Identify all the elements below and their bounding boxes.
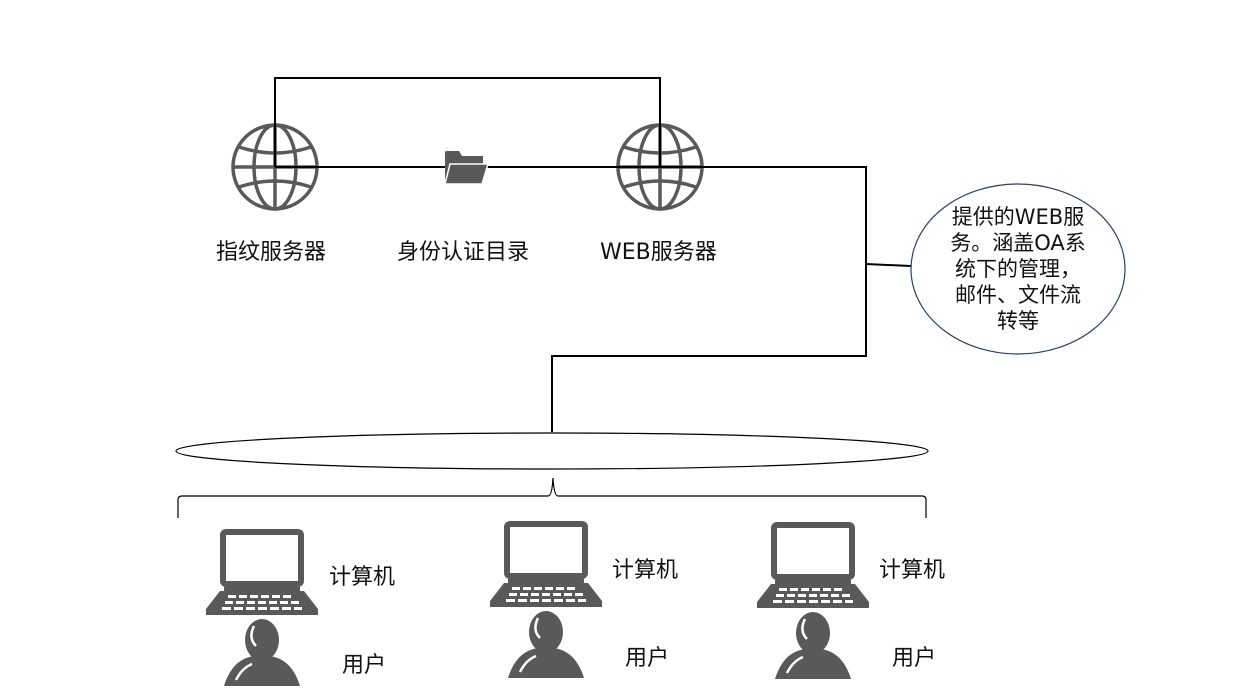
user-3-label: 用户 [892, 646, 937, 671]
callout-connector-line [865, 263, 912, 267]
user-2-person-icon [506, 609, 586, 680]
callout-bubble: 提供的WEB服务。涵盖OA系统下的管理，邮件、文件流转等 [911, 184, 1125, 354]
fingerprint-server-label: 指纹服务器 [216, 240, 327, 265]
callout-text: 提供的WEB服务。涵盖OA系统下的管理，邮件、文件流转等 [950, 205, 1086, 333]
user-3-person-icon [773, 610, 853, 681]
user-1-label: 用户 [342, 653, 387, 678]
computer-1-label: 计算机 [329, 565, 396, 590]
computer-2-label: 计算机 [612, 558, 679, 583]
computer-2-laptop-icon [490, 521, 602, 607]
clients-brace [177, 477, 927, 518]
fingerprint-server-globe-icon [231, 123, 319, 211]
auth-directory-label: 身份认证目录 [397, 240, 530, 265]
network-ellipse [175, 432, 929, 470]
callout-bubble-outline [910, 183, 1126, 355]
top-link-line [274, 77, 661, 125]
computer-3-laptop-icon [757, 522, 869, 608]
user-1-person-icon [222, 617, 302, 688]
computer-1-laptop-icon [206, 529, 318, 615]
web-server-to-network-line [551, 166, 867, 432]
user-2-label: 用户 [625, 646, 670, 671]
web-server-globe-icon [616, 123, 704, 211]
computer-3-label: 计算机 [879, 558, 946, 583]
web-server-label: WEB服务器 [600, 240, 717, 265]
auth-directory-folder-icon [444, 151, 490, 185]
